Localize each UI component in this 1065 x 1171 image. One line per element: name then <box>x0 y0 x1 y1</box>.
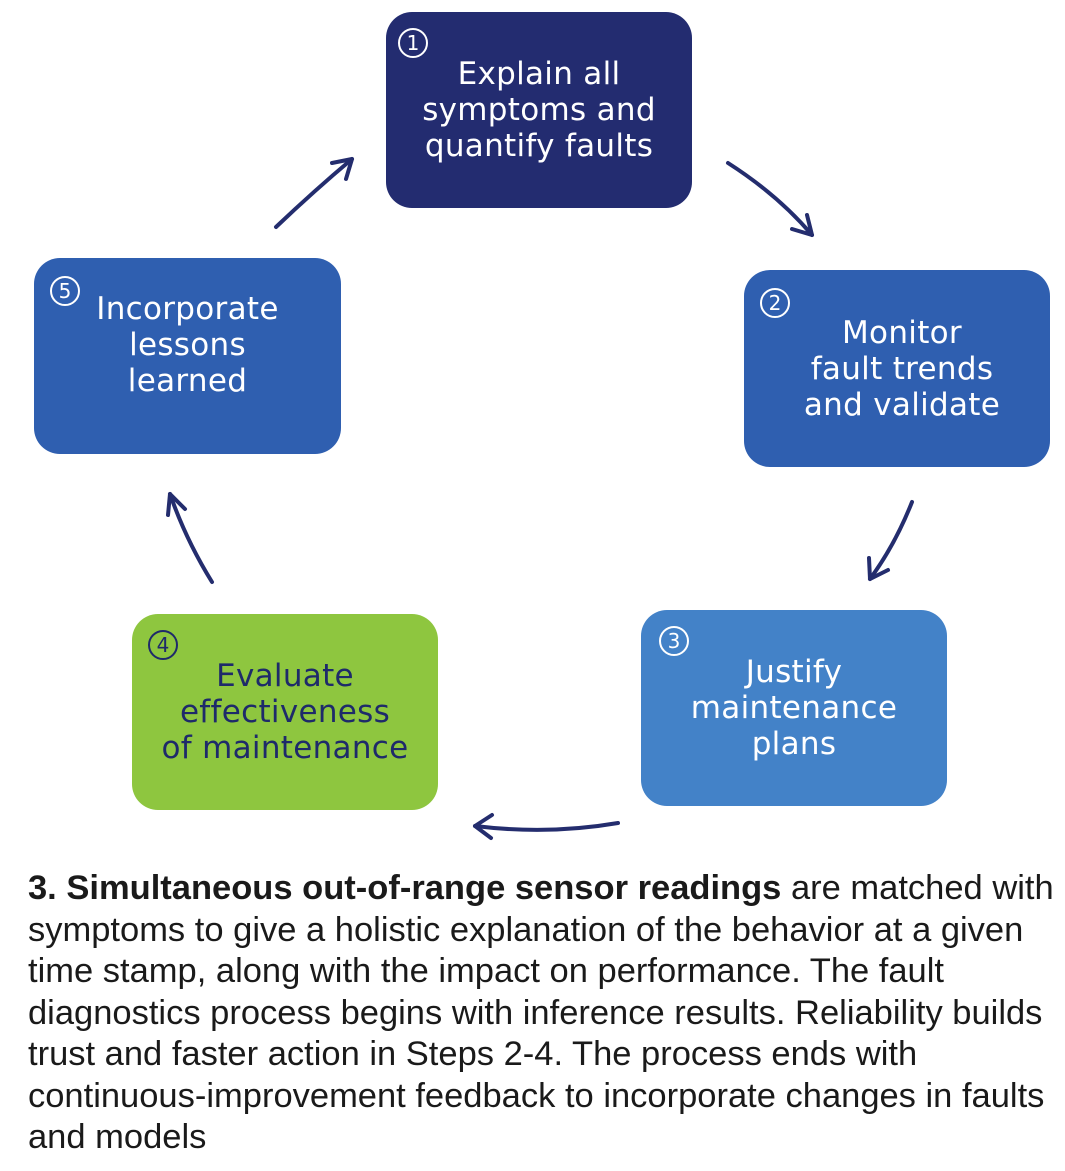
step-box-1: 1 Explain all symptoms and quantify faul… <box>386 12 692 208</box>
arrow-step5-to-step1 <box>274 157 354 229</box>
step-label: Evaluate effectiveness of maintenance <box>161 658 409 766</box>
cycle-arrows <box>166 157 914 840</box>
caption-body: are matched with symptoms to give a holi… <box>28 869 1054 1156</box>
step-number-badge: 5 <box>50 276 80 306</box>
step-number-badge: 1 <box>398 28 428 58</box>
caption-heading: 3. Simultaneous out-of-range sensor read… <box>28 869 782 907</box>
step-number-badge: 4 <box>148 630 178 660</box>
step-label: Incorporate lessons learned <box>96 291 279 399</box>
figure-caption: 3. Simultaneous out-of-range sensor read… <box>28 868 1058 1159</box>
step-label: Justify maintenance plans <box>690 654 898 762</box>
arrow-step2-to-step3 <box>867 500 914 581</box>
step-label: Monitor fault trends and validate <box>803 314 1001 423</box>
step-box-3: 3 Justify maintenance plans <box>641 610 947 806</box>
step-number-badge: 3 <box>659 626 689 656</box>
step-label: Explain all symptoms and quantify faults <box>422 56 656 164</box>
step-number-badge: 2 <box>760 288 790 318</box>
step-box-4: 4 Evaluate effectiveness of maintenance <box>132 614 438 810</box>
arrow-step4-to-step5 <box>166 492 214 584</box>
arrow-step1-to-step2 <box>726 161 814 237</box>
arrow-step3-to-step4 <box>473 813 620 840</box>
step-box-5: 5 Incorporate lessons learned <box>34 258 341 454</box>
step-box-2: 2 Monitor fault trends and validate <box>744 270 1050 467</box>
